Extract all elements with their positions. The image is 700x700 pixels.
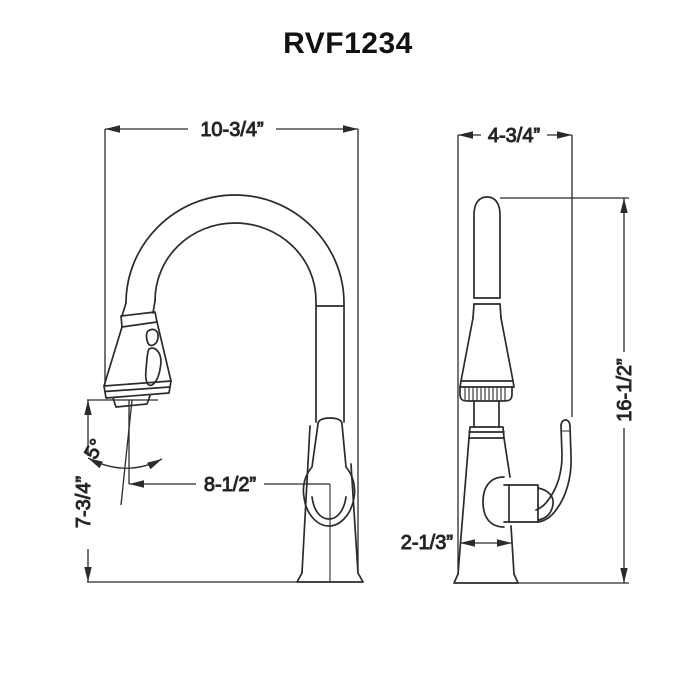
valve-ball	[482, 476, 505, 528]
dim-label-spray-angle: 5°	[81, 436, 109, 463]
dim-label-depth: 4-3/4”	[488, 125, 540, 147]
aerator-ribs	[464, 387, 506, 401]
spray-head-band	[120, 311, 158, 328]
handle-lever-outer	[537, 419, 572, 523]
body-taper-front	[301, 425, 359, 574]
handle-front-loop	[302, 417, 356, 527]
spray-head-clip-upper	[145, 328, 159, 347]
base-front	[296, 572, 364, 583]
spray-head-clip-lower	[144, 347, 162, 387]
side-view-faucet-outline	[453, 196, 572, 584]
valve-cartridge	[503, 484, 539, 523]
aerator-rib-band	[459, 386, 513, 402]
spray-angle-arc	[87, 457, 163, 470]
collar-side	[468, 426, 505, 439]
dim-label-base-width: 2-1/3”	[401, 532, 453, 554]
spray-angle-tilted-ref	[120, 399, 133, 506]
spray-head-cap	[103, 380, 172, 399]
spout-column	[473, 196, 501, 299]
front-view: 10-3/4” 8-1/2” 7-3/4” 5°	[73, 119, 364, 583]
handle-front-loop-inner	[311, 496, 347, 520]
side-view: 4-3/4” 16-1/2” 2-1/3”	[400, 125, 637, 584]
spout-column-joints	[473, 297, 501, 305]
handle-lever-inner	[535, 425, 563, 511]
page-title: RVF1234	[283, 27, 413, 60]
dim-label-outlet-height: 7-3/4”	[73, 476, 95, 528]
spray-head-cap-line	[104, 386, 171, 393]
spray-arm-left-edge	[121, 302, 127, 317]
dim-label-spout-reach: 8-1/2”	[204, 474, 256, 496]
neck-side	[473, 400, 500, 428]
body-taper-side-right-lower	[510, 525, 515, 575]
side-view-dimensions: 4-3/4” 16-1/2” 2-1/3”	[400, 125, 637, 584]
dim-label-overall-height: 16-1/2”	[614, 358, 636, 421]
spout-arch-outer	[125, 194, 345, 423]
valve-end-cap	[537, 487, 554, 521]
spray-head-cone-side	[460, 317, 514, 382]
dim-label-overall-width: 10-3/4”	[200, 119, 263, 141]
body-taper-side-left	[457, 437, 470, 575]
base-side	[453, 573, 519, 584]
spout-arch-inner	[154, 222, 317, 423]
spray-head-cone	[103, 321, 172, 387]
spout-column-lower	[472, 303, 502, 319]
spray-head-cap-side	[459, 380, 515, 388]
spray-arm-right-edge	[152, 300, 156, 314]
front-view-faucet-outline	[103, 194, 364, 583]
body-taper-side-right-upper	[503, 437, 511, 478]
